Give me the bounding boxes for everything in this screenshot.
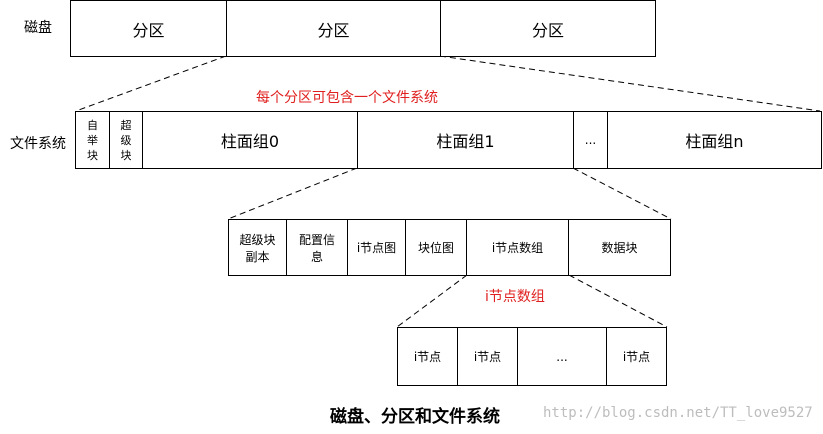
inode-bitmap[interactable]: i节点图 — [347, 219, 406, 276]
watermark: http://blog.csdn.net/TT_love9527 — [543, 405, 813, 421]
config-info[interactable]: 配置信息 — [286, 219, 348, 276]
super-block-copy[interactable]: 超级块副本 — [228, 219, 287, 276]
inode-cell-n[interactable]: i节点 — [606, 327, 667, 386]
cylinder-group-0[interactable]: 柱面组0 — [142, 111, 358, 169]
super-block-label: 超级块 — [120, 118, 132, 162]
partition-right-connector — [439, 55, 821, 112]
cylinder-group-n[interactable]: 柱面组n — [607, 111, 822, 169]
block-bitmap[interactable]: 块位图 — [405, 219, 467, 276]
inode-right-connector — [568, 274, 668, 328]
cylinder-group-row: 超级块副本 配置信息 i节点图 块位图 i节点数组 数据块 — [228, 219, 671, 276]
config-info-label: 配置信息 — [298, 232, 335, 264]
inode-cell-ellipsis: ... — [517, 327, 607, 386]
group-right-connector — [572, 167, 672, 220]
partition-3[interactable]: 分区 — [440, 0, 656, 57]
inode-array-row: i节点 i节点 ... i节点 — [397, 327, 667, 386]
partition-2[interactable]: 分区 — [226, 0, 441, 57]
group-left-connector — [227, 167, 358, 220]
inode-array[interactable]: i节点数组 — [466, 219, 569, 276]
boot-block[interactable]: 自举块 — [75, 111, 110, 169]
filesystem-row: 自举块 超级块 柱面组0 柱面组1 ... 柱面组n — [75, 111, 822, 169]
data-blocks[interactable]: 数据块 — [568, 219, 671, 276]
inode-cell-1[interactable]: i节点 — [397, 327, 458, 386]
partition-left-connector — [75, 55, 227, 112]
filesystem-label: 文件系统 — [10, 136, 66, 152]
partition-1[interactable]: 分区 — [70, 0, 227, 57]
partition-annotation: 每个分区可包含一个文件系统 — [256, 90, 438, 106]
inode-annotation: i节点数组 — [485, 289, 545, 305]
disk-label: 磁盘 — [24, 20, 52, 36]
diagram-caption: 磁盘、分区和文件系统 — [330, 407, 500, 427]
cylinder-group-ellipsis: ... — [573, 111, 608, 169]
inode-left-connector — [396, 274, 468, 328]
cylinder-group-1[interactable]: 柱面组1 — [357, 111, 574, 169]
inode-cell-2[interactable]: i节点 — [457, 327, 518, 386]
super-block-copy-label: 超级块副本 — [239, 232, 276, 264]
super-block[interactable]: 超级块 — [109, 111, 143, 169]
boot-block-label: 自举块 — [87, 118, 98, 162]
disk-row: 分区 分区 分区 — [70, 0, 656, 57]
